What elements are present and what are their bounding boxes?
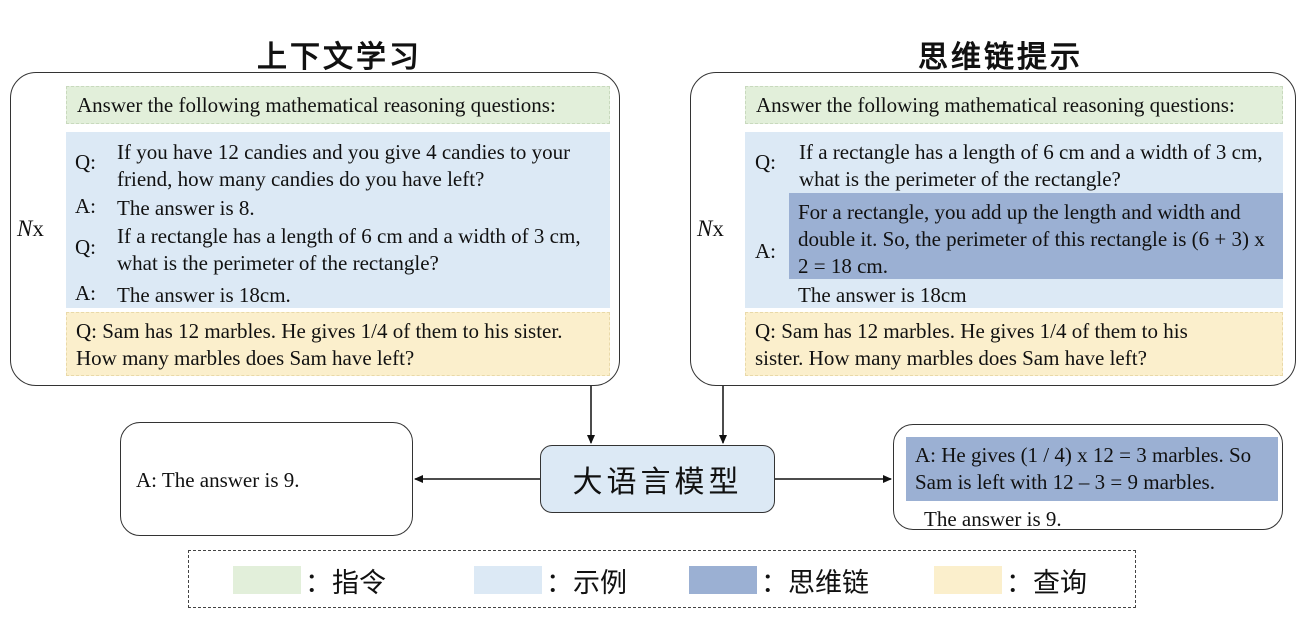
icl-q1-text: If you have 12 candies and you give 4 ca… (117, 140, 571, 191)
icl-title: 上下文学习 (257, 40, 422, 75)
icl-a2-label: A: (75, 281, 96, 305)
cot-repeat-label: Nx (697, 216, 724, 241)
legend-instruction-swatch (233, 566, 301, 594)
icl-q2-text: If a rectangle has a length of 6 cm and … (117, 224, 581, 275)
cot-title: 思维链提示 (918, 40, 1083, 75)
legend-example-label: ：示例 (546, 568, 627, 599)
icl-q2-label: Q: (75, 235, 96, 259)
legend-instruction-label: ：指令 (305, 568, 386, 599)
legend-query-label: ：查询 (1006, 568, 1087, 599)
cot-a1-answer: The answer is 18cm (798, 283, 967, 307)
icl-q1-label: Q: (75, 150, 96, 174)
icl-query: Q: Sam has 12 marbles. He gives 1/4 of t… (66, 312, 610, 376)
legend-cot-swatch (689, 566, 757, 594)
cot-q1-label: Q: (755, 150, 776, 174)
legend: ：指令 ：示例 ：思维链 ：查询 (188, 550, 1136, 608)
icl-instruction: Answer the following mathematical reason… (66, 86, 610, 124)
cot-a1-label: A: (755, 239, 776, 263)
legend-cot-label: ：思维链 (761, 568, 869, 599)
cot-output-answer: The answer is 9. (924, 507, 1062, 531)
icl-a2-text: The answer is 18cm. (117, 283, 291, 307)
icl-repeat-label: Nx (17, 216, 44, 241)
icl-examples (66, 132, 610, 308)
cot-instruction: Answer the following mathematical reason… (745, 86, 1283, 124)
legend-example-swatch (474, 566, 542, 594)
cot-q1-text: If a rectangle has a length of 6 cm and … (799, 140, 1263, 191)
llm-box: 大语言模型 (540, 445, 775, 513)
icl-output-text: A: The answer is 9. (136, 468, 300, 492)
legend-query-swatch (934, 566, 1002, 594)
icl-a1-text: The answer is 8. (117, 196, 255, 220)
cot-query: Q: Sam has 12 marbles. He gives 1/4 of t… (745, 312, 1283, 376)
cot-output-reasoning: A: He gives (1 / 4) x 12 = 3 marbles. So… (906, 437, 1278, 501)
icl-a1-label: A: (75, 194, 96, 218)
cot-reasoning: For a rectangle, you add up the length a… (789, 193, 1283, 279)
icl-output-box: A: The answer is 9. (120, 422, 413, 536)
